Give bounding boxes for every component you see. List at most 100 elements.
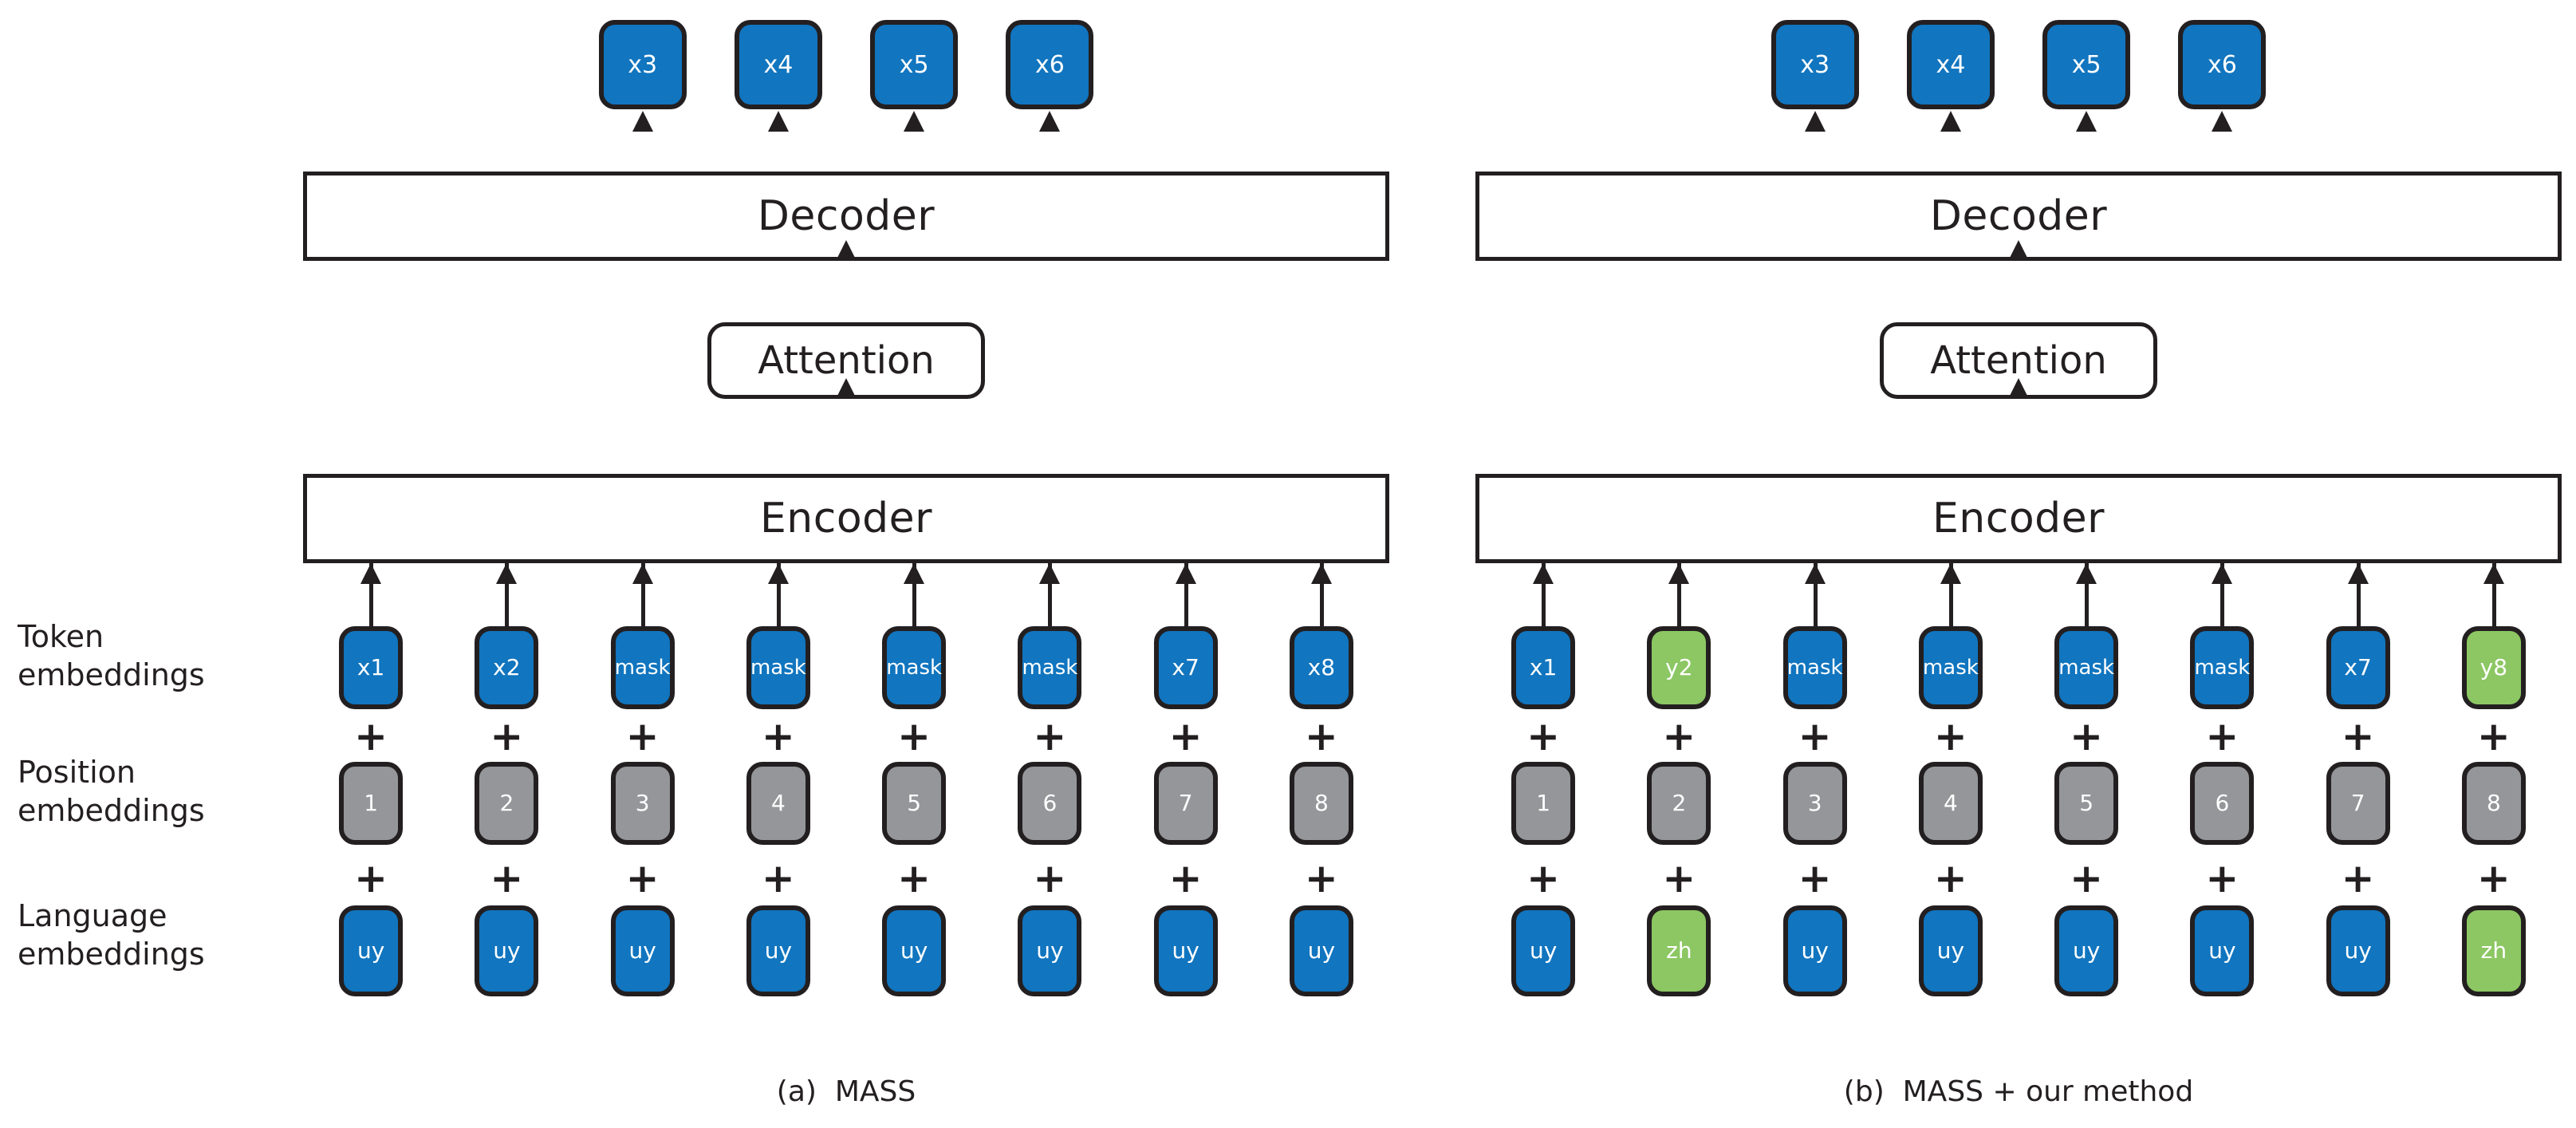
- token-to-encoder-arrowhead-b-8: [2483, 563, 2504, 584]
- token-to-encoder-line-b-3-line: [1813, 563, 1818, 629]
- language-embedding-chip-a-4: uy: [746, 905, 810, 996]
- output-chip-b-4: x6: [2178, 20, 2267, 109]
- language-embedding-chip-b-1: uy: [1511, 905, 1576, 996]
- language-embedding-chip-b-2: zh: [1647, 905, 1711, 996]
- output-chip-a-4: x6: [1006, 20, 1094, 109]
- plus-token-position-a-1: +: [354, 713, 388, 759]
- position-embedding-chip-a-3: 3: [610, 762, 675, 845]
- position-embedding-chip-a-7: 7: [1153, 762, 1218, 845]
- token-embedding-chip-b-3: mask: [1782, 626, 1847, 709]
- plus-position-language-b-3: +: [1798, 855, 1832, 901]
- plus-token-position-b-8: +: [2476, 713, 2511, 759]
- token-to-encoder-arrowhead-b-7: [2347, 563, 2369, 584]
- token-to-encoder-line-a-8-line: [1319, 563, 1324, 629]
- plus-token-position-a-5: +: [897, 713, 932, 759]
- plus-token-position-a-3: +: [625, 713, 660, 759]
- token-to-encoder-arrowhead-b-2: [1668, 563, 1690, 584]
- encoder-block-a: Encoder: [303, 474, 1389, 563]
- token-to-encoder-line-a-2-line: [505, 563, 510, 629]
- decoder-to-output-arrow-b-3-arrowhead: [2076, 111, 2097, 132]
- plus-position-language-a-6: +: [1033, 855, 1067, 901]
- language-embedding-chip-a-1: uy: [339, 905, 404, 996]
- plus-position-language-b-5: +: [2070, 855, 2104, 901]
- decoder-to-output-arrow-a-4-arrowhead: [1039, 111, 1061, 132]
- panel-caption-text-a: (a) MASS: [776, 1075, 916, 1108]
- language-embedding-chip-a-6: uy: [1018, 905, 1082, 996]
- token-to-encoder-line-b-7-line: [2356, 563, 2361, 629]
- language-embedding-chip-b-8: zh: [2461, 905, 2526, 996]
- position-embedding-chip-a-4: 4: [746, 762, 810, 845]
- token-to-encoder-line-a-5-line: [912, 563, 917, 629]
- token-to-encoder-line-b-2-line: [1677, 563, 1682, 629]
- plus-token-position-a-4: +: [761, 713, 795, 759]
- token-embeddings-row-label: Token embeddings: [18, 619, 205, 692]
- position-embedding-chip-b-6: 6: [2190, 762, 2255, 845]
- token-to-encoder-arrowhead-a-1: [360, 563, 382, 584]
- plus-position-language-b-1: +: [1526, 855, 1561, 901]
- position-embedding-chip-b-5: 5: [2054, 762, 2119, 845]
- token-to-encoder-arrowhead-a-5: [904, 563, 925, 584]
- language-embedding-chip-b-4: uy: [1918, 905, 1983, 996]
- token-to-encoder-arrowhead-b-3: [1804, 563, 1826, 584]
- token-to-encoder-arrowhead-a-8: [1310, 563, 1332, 584]
- plus-token-position-b-4: +: [1933, 713, 1967, 759]
- position-embeddings-row-label: Position embeddings: [18, 755, 205, 828]
- position-embedding-chip-b-4: 4: [1918, 762, 1983, 845]
- token-to-encoder-line-b-8-line: [2491, 563, 2496, 629]
- token-embedding-chip-a-5: mask: [882, 626, 947, 709]
- token-to-encoder-line-a-7-line: [1184, 563, 1188, 629]
- token-embedding-chip-b-2: y2: [1647, 626, 1711, 709]
- encoder-to-attention-arrow-a-arrowhead: [836, 378, 857, 399]
- decoder-to-output-arrow-a-1-arrowhead: [632, 111, 653, 132]
- decoder-to-output-arrow-b-1-arrowhead: [1804, 111, 1826, 132]
- decoder-to-output-arrow-b-4-arrowhead: [2212, 111, 2233, 132]
- token-to-encoder-line-b-1-line: [1542, 563, 1546, 629]
- encoder-to-attention-arrow-b-arrowhead: [2008, 378, 2029, 399]
- token-embedding-chip-b-8: y8: [2461, 626, 2526, 709]
- plus-token-position-b-5: +: [2070, 713, 2104, 759]
- plus-token-position-b-2: +: [1662, 713, 1696, 759]
- plus-position-language-a-2: +: [490, 855, 524, 901]
- plus-position-language-a-1: +: [354, 855, 388, 901]
- panel-caption-text-b: (b) MASS + our method: [1843, 1075, 2194, 1108]
- plus-position-language-b-2: +: [1662, 855, 1696, 901]
- token-to-encoder-arrowhead-a-4: [767, 563, 789, 584]
- plus-token-position-b-6: +: [2205, 713, 2239, 759]
- token-to-encoder-arrowhead-b-6: [2212, 563, 2233, 584]
- token-to-encoder-line-a-6-line: [1048, 563, 1053, 629]
- language-embedding-chip-a-2: uy: [475, 905, 539, 996]
- position-embedding-chip-b-2: 2: [1647, 762, 1711, 845]
- decoder-to-output-arrow-a-2-arrowhead: [767, 111, 789, 132]
- plus-token-position-b-3: +: [1798, 713, 1832, 759]
- encoder-block-b: Encoder: [1475, 474, 2562, 563]
- position-embedding-chip-a-6: 6: [1018, 762, 1082, 845]
- plus-position-language-a-7: +: [1168, 855, 1203, 901]
- decoder-to-output-arrow-a-3-arrowhead: [904, 111, 925, 132]
- position-embedding-chip-b-3: 3: [1782, 762, 1847, 845]
- token-to-encoder-line-b-4-line: [1948, 563, 1953, 629]
- output-chip-a-3: x5: [870, 20, 959, 109]
- token-to-encoder-line-a-3-line: [640, 563, 645, 629]
- position-embedding-chip-a-2: 2: [475, 762, 539, 845]
- token-to-encoder-line-a-4-line: [776, 563, 781, 629]
- token-embedding-chip-a-2: x2: [475, 626, 539, 709]
- attention-to-decoder-arrow-a-arrowhead: [836, 240, 857, 261]
- plus-position-language-a-5: +: [897, 855, 932, 901]
- position-embedding-chip-b-8: 8: [2461, 762, 2526, 845]
- token-embedding-chip-b-1: x1: [1511, 626, 1576, 709]
- output-chip-a-2: x4: [734, 20, 822, 109]
- token-to-encoder-arrowhead-b-5: [2076, 563, 2097, 584]
- position-embedding-chip-b-7: 7: [2326, 762, 2390, 845]
- language-embedding-chip-a-3: uy: [610, 905, 675, 996]
- plus-position-language-b-7: +: [2341, 855, 2375, 901]
- token-to-encoder-arrowhead-a-2: [496, 563, 518, 584]
- position-embedding-chip-a-1: 1: [339, 762, 404, 845]
- language-embeddings-row-label: Language embeddings: [18, 898, 205, 972]
- language-embedding-chip-a-7: uy: [1153, 905, 1218, 996]
- language-embedding-chip-b-6: uy: [2190, 905, 2255, 996]
- plus-position-language-a-3: +: [625, 855, 660, 901]
- output-chip-b-2: x4: [1906, 20, 1995, 109]
